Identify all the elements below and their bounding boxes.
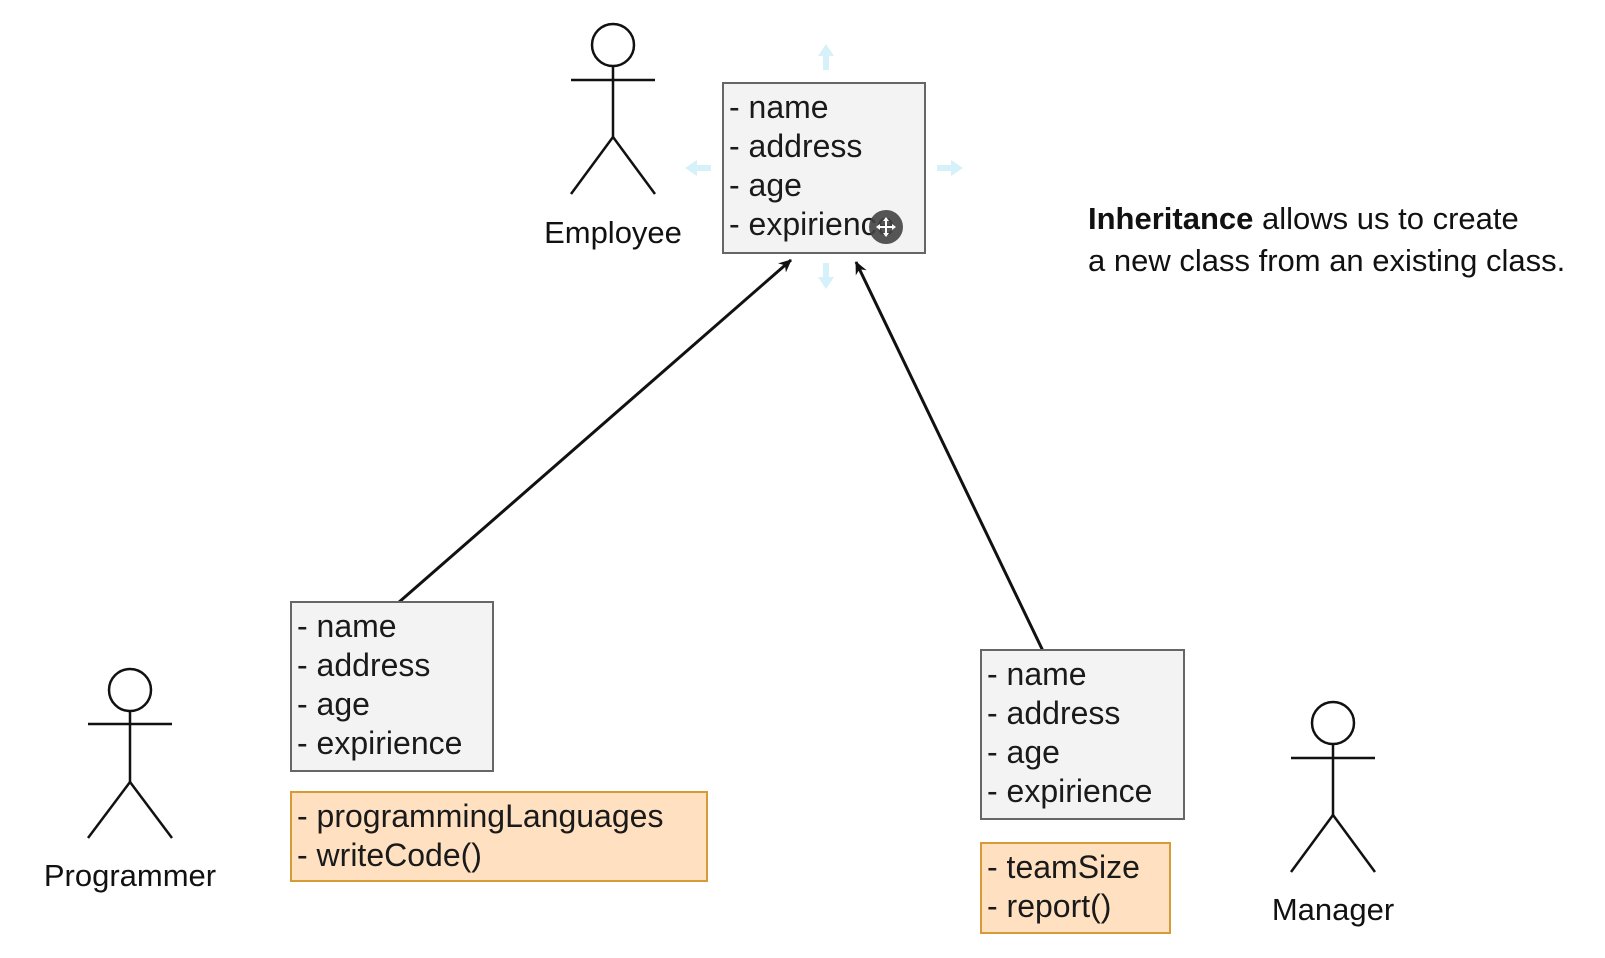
programmer-to-employee-arrow[interactable] (397, 258, 792, 605)
connection-arrow-down-icon[interactable] (818, 263, 834, 289)
employee-field-name: - name (729, 89, 829, 125)
programmer-actor-label: Programmer (43, 858, 217, 893)
manager-to-employee-arrow[interactable] (854, 261, 1045, 652)
description-line-1-rest: allows us to create (1253, 201, 1519, 236)
manager-actor-icon[interactable] (1289, 700, 1377, 873)
manager-class-box[interactable]: - name - address - age - expirience (980, 649, 1185, 820)
employee-class-box[interactable]: - name - address - age - expirience (722, 82, 926, 254)
programmer-extension-box[interactable]: - programmingLanguages - writeCode() (290, 791, 708, 882)
manager-field-age: - age (987, 734, 1060, 770)
connection-arrow-left-icon[interactable] (685, 160, 711, 176)
employee-field-expirience: - expirience (729, 206, 895, 242)
programmer-field-name: - name (297, 608, 397, 644)
description-line-1: Inheritance allows us to create (1088, 198, 1565, 240)
manager-ext-report: - report() (987, 888, 1112, 924)
move-cursor-icon (869, 210, 903, 244)
description-line-2: a new class from an existing class. (1088, 243, 1566, 278)
description-term: Inheritance (1088, 201, 1254, 236)
employee-actor-label: Employee (544, 215, 682, 250)
programmer-ext-programming-languages: - programmingLanguages (297, 798, 664, 834)
employee-field-address: - address (729, 128, 863, 164)
employee-field-age: - age (729, 167, 802, 203)
connection-arrow-up-icon[interactable] (818, 44, 834, 70)
manager-field-name: - name (987, 656, 1087, 692)
manager-ext-team-size: - teamSize (987, 849, 1140, 885)
programmer-field-expirience: - expirience (297, 725, 463, 761)
programmer-field-address: - address (297, 647, 431, 683)
manager-extension-box[interactable]: - teamSize - report() (980, 842, 1171, 934)
manager-field-address: - address (987, 695, 1121, 731)
manager-actor-label: Manager (1271, 892, 1395, 927)
manager-field-expirience: - expirience (987, 773, 1153, 809)
programmer-actor-icon[interactable] (87, 667, 173, 839)
programmer-class-box[interactable]: - name - address - age - expirience (290, 601, 494, 772)
connection-arrow-right-icon[interactable] (937, 160, 963, 176)
connection-hint-icons (685, 44, 963, 289)
programmer-field-age: - age (297, 686, 370, 722)
inheritance-description: Inheritance allows us to create a new cl… (1088, 198, 1565, 282)
programmer-ext-write-code: - writeCode() (297, 837, 482, 873)
employee-actor-icon[interactable] (569, 22, 657, 195)
